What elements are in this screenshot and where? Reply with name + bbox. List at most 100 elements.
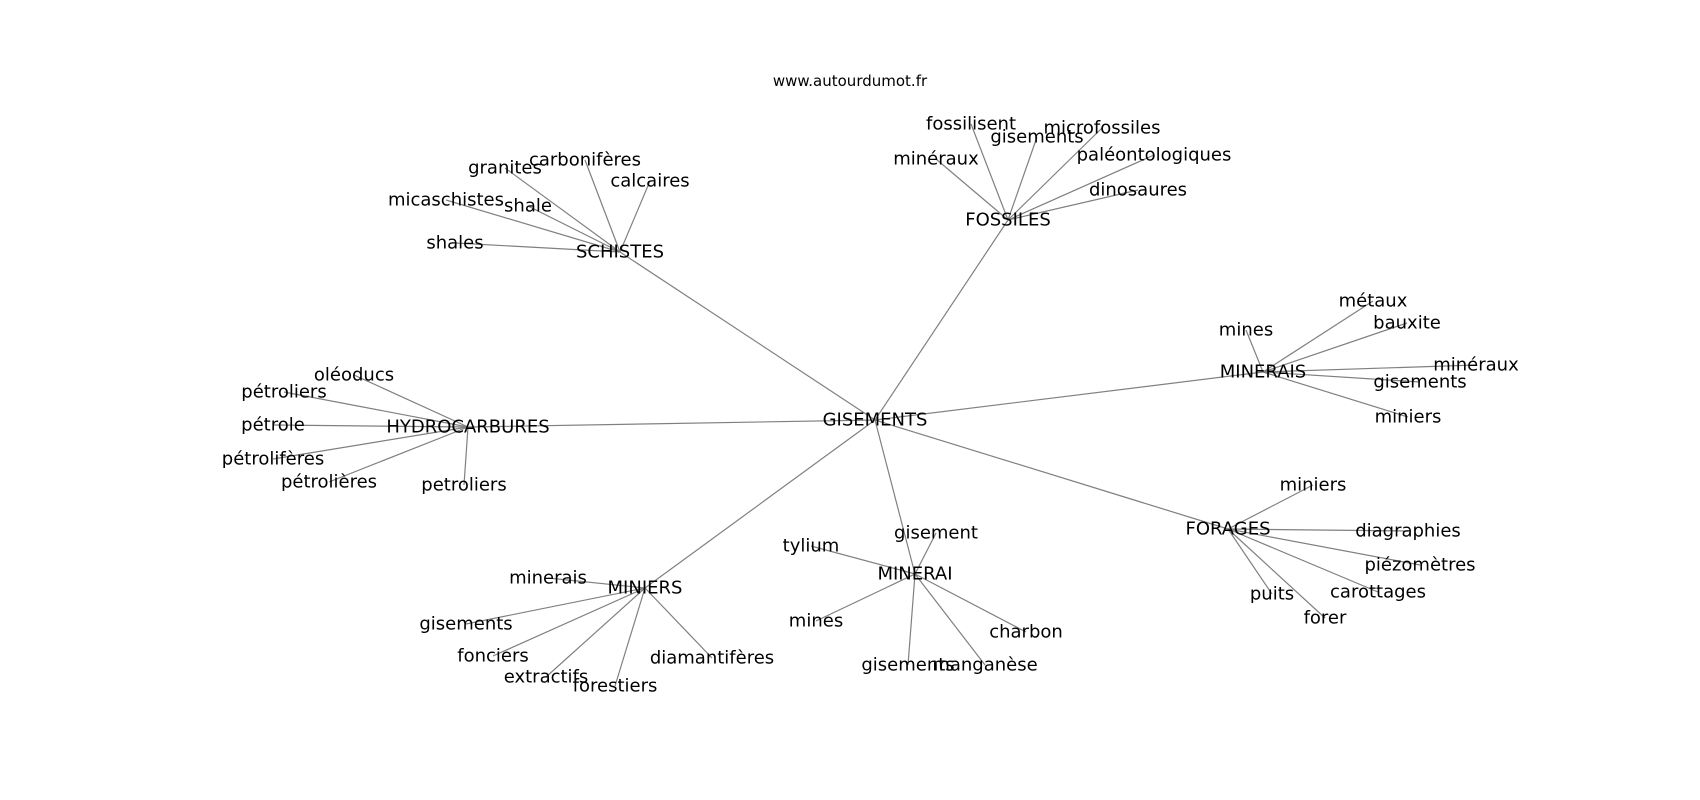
edge-miniers-leaf	[547, 577, 646, 589]
leaf-node-minerais[interactable]: gisements	[1373, 372, 1466, 393]
hub-node-minerai[interactable]: MINERAI	[877, 564, 952, 585]
leaf-node-minerai[interactable]: tylium	[783, 536, 840, 557]
edge-miniers-leaf	[492, 587, 646, 657]
edge-fossiles-leaf	[1007, 189, 1139, 221]
hub-node-minerais[interactable]: MINERAIS	[1220, 362, 1307, 383]
leaf-node-minerai[interactable]: gisement	[894, 523, 978, 544]
edge-schistes-leaf	[445, 199, 621, 253]
leaf-node-schistes[interactable]: shale	[504, 196, 552, 217]
edge-forages-leaf	[1227, 528, 1273, 595]
leaf-node-minerais[interactable]: bauxite	[1373, 313, 1441, 334]
leaf-node-hydrocarbures[interactable]: pétrole	[241, 415, 305, 436]
leaf-node-schistes[interactable]: micaschistes	[388, 190, 504, 211]
edge-schistes-leaf	[454, 242, 621, 253]
edge-minerai-leaf	[815, 573, 916, 622]
leaf-node-forages[interactable]: miniers	[1280, 475, 1347, 496]
leaf-node-forages[interactable]: carottages	[1330, 582, 1426, 603]
edge-minerais-leaf	[1262, 322, 1408, 373]
edge-minerai-leaf	[907, 573, 916, 666]
edge-minerais-leaf	[1262, 364, 1477, 373]
edge-minerais-leaf	[1262, 371, 1421, 383]
hub-node-forages[interactable]: FORAGES	[1185, 519, 1270, 540]
edge-schistes-leaf	[527, 205, 621, 253]
leaf-node-hydrocarbures[interactable]: pétrolifères	[222, 449, 324, 470]
leaf-node-miniers[interactable]: forestiers	[573, 676, 658, 697]
leaf-node-hydrocarbures[interactable]: petroliers	[421, 475, 506, 496]
edge-center-fossiles	[874, 219, 1009, 421]
edge-minerais-leaf	[1262, 371, 1409, 418]
edge-minerai-leaf	[914, 573, 1027, 633]
edge-hydrocarbures-leaf	[463, 426, 469, 486]
center-node-label[interactable]: GISEMENTS	[823, 410, 928, 431]
hub-node-miniers[interactable]: MINIERS	[608, 578, 683, 599]
leaf-node-minerais[interactable]: minéraux	[1433, 355, 1519, 376]
leaf-node-schistes[interactable]: shales	[426, 233, 483, 254]
edge-center-schistes	[619, 251, 876, 421]
leaf-node-hydrocarbures[interactable]: pétroliers	[241, 382, 326, 403]
edge-hydrocarbures-leaf	[272, 424, 469, 428]
leaf-node-fossiles[interactable]: dinosaures	[1089, 180, 1187, 201]
hub-node-hydrocarbures[interactable]: HYDROCARBURES	[386, 417, 549, 438]
edge-fossiles-leaf	[1007, 136, 1038, 221]
edge-forages-leaf	[1227, 528, 1379, 593]
edge-minerai-leaf	[914, 532, 937, 575]
leaf-node-forages[interactable]: forer	[1304, 608, 1347, 629]
leaf-node-fossiles[interactable]: microfossiles	[1043, 118, 1160, 139]
edge-miniers-leaf	[644, 587, 713, 659]
edge-fossiles-leaf	[935, 158, 1009, 221]
edge-forages-leaf	[1227, 484, 1314, 530]
edge-fossiles-leaf	[1007, 154, 1155, 221]
leaf-node-hydrocarbures[interactable]: oléoducs	[314, 365, 394, 386]
leaf-node-miniers[interactable]: diamantifères	[650, 648, 774, 669]
leaf-node-minerais[interactable]: métaux	[1339, 291, 1408, 312]
edge-miniers-leaf	[465, 587, 646, 625]
edge-forages-leaf	[1227, 528, 1326, 619]
leaf-node-miniers[interactable]: extractifs	[504, 667, 589, 688]
hub-node-schistes[interactable]: SCHISTES	[576, 242, 664, 263]
edges-layer	[272, 123, 1477, 687]
leaf-node-minerai[interactable]: mines	[789, 611, 843, 632]
edge-fossiles-leaf	[1007, 127, 1103, 221]
leaf-node-forages[interactable]: diagraphies	[1355, 521, 1461, 542]
leaf-node-fossiles[interactable]: fossilisent	[926, 114, 1016, 135]
leaf-node-forages[interactable]: puits	[1250, 584, 1294, 605]
leaf-node-schistes[interactable]: granites	[468, 158, 542, 179]
leaf-node-fossiles[interactable]: paléontologiques	[1077, 145, 1232, 166]
leaf-node-minerai[interactable]: manganèse	[932, 655, 1037, 676]
leaf-node-fossiles[interactable]: gisements	[990, 127, 1083, 148]
edge-hydrocarbures-leaf	[272, 426, 469, 460]
edge-center-minerai	[874, 419, 916, 575]
edge-fossiles-leaf	[970, 123, 1009, 221]
edge-hydrocarbures-leaf	[283, 391, 469, 428]
leaf-node-miniers[interactable]: gisements	[419, 614, 512, 635]
edge-minerai-leaf	[914, 573, 986, 666]
edge-miniers-leaf	[545, 587, 646, 678]
leaf-node-minerai[interactable]: gisements	[861, 655, 954, 676]
edge-center-miniers	[644, 419, 876, 589]
leaf-node-fossiles[interactable]: minéraux	[893, 149, 979, 170]
leaf-node-schistes[interactable]: carbonifères	[529, 150, 641, 171]
edge-minerai-leaf	[810, 545, 916, 575]
edge-minerais-leaf	[1262, 300, 1374, 373]
edge-schistes-leaf	[619, 180, 651, 253]
edge-center-hydrocarbures	[467, 419, 876, 428]
hub-node-fossiles[interactable]: FOSSILES	[965, 210, 1051, 231]
leaf-node-hydrocarbures[interactable]: pétrolières	[281, 472, 377, 493]
edge-hydrocarbures-leaf	[328, 426, 469, 483]
leaf-node-miniers[interactable]: fonciers	[457, 646, 529, 667]
edge-schistes-leaf	[504, 167, 621, 253]
edge-hydrocarbures-leaf	[353, 374, 469, 428]
leaf-node-minerai[interactable]: charbon	[989, 622, 1063, 643]
leaf-node-minerais[interactable]: miniers	[1375, 407, 1442, 428]
leaf-node-minerais[interactable]: mines	[1219, 320, 1273, 341]
edge-center-minerais	[874, 371, 1264, 421]
edge-schistes-leaf	[584, 159, 621, 253]
leaf-node-schistes[interactable]: calcaires	[610, 171, 689, 192]
labels-layer: GISEMENTS SCHISTES granitescarbonifèrescal…	[222, 114, 1519, 697]
leaf-node-forages[interactable]: piézomètres	[1364, 555, 1475, 576]
edge-center-forages	[874, 419, 1229, 530]
edge-minerais-leaf	[1245, 329, 1264, 373]
leaf-node-miniers[interactable]: minerais	[509, 568, 587, 589]
edge-forages-leaf	[1227, 528, 1421, 566]
